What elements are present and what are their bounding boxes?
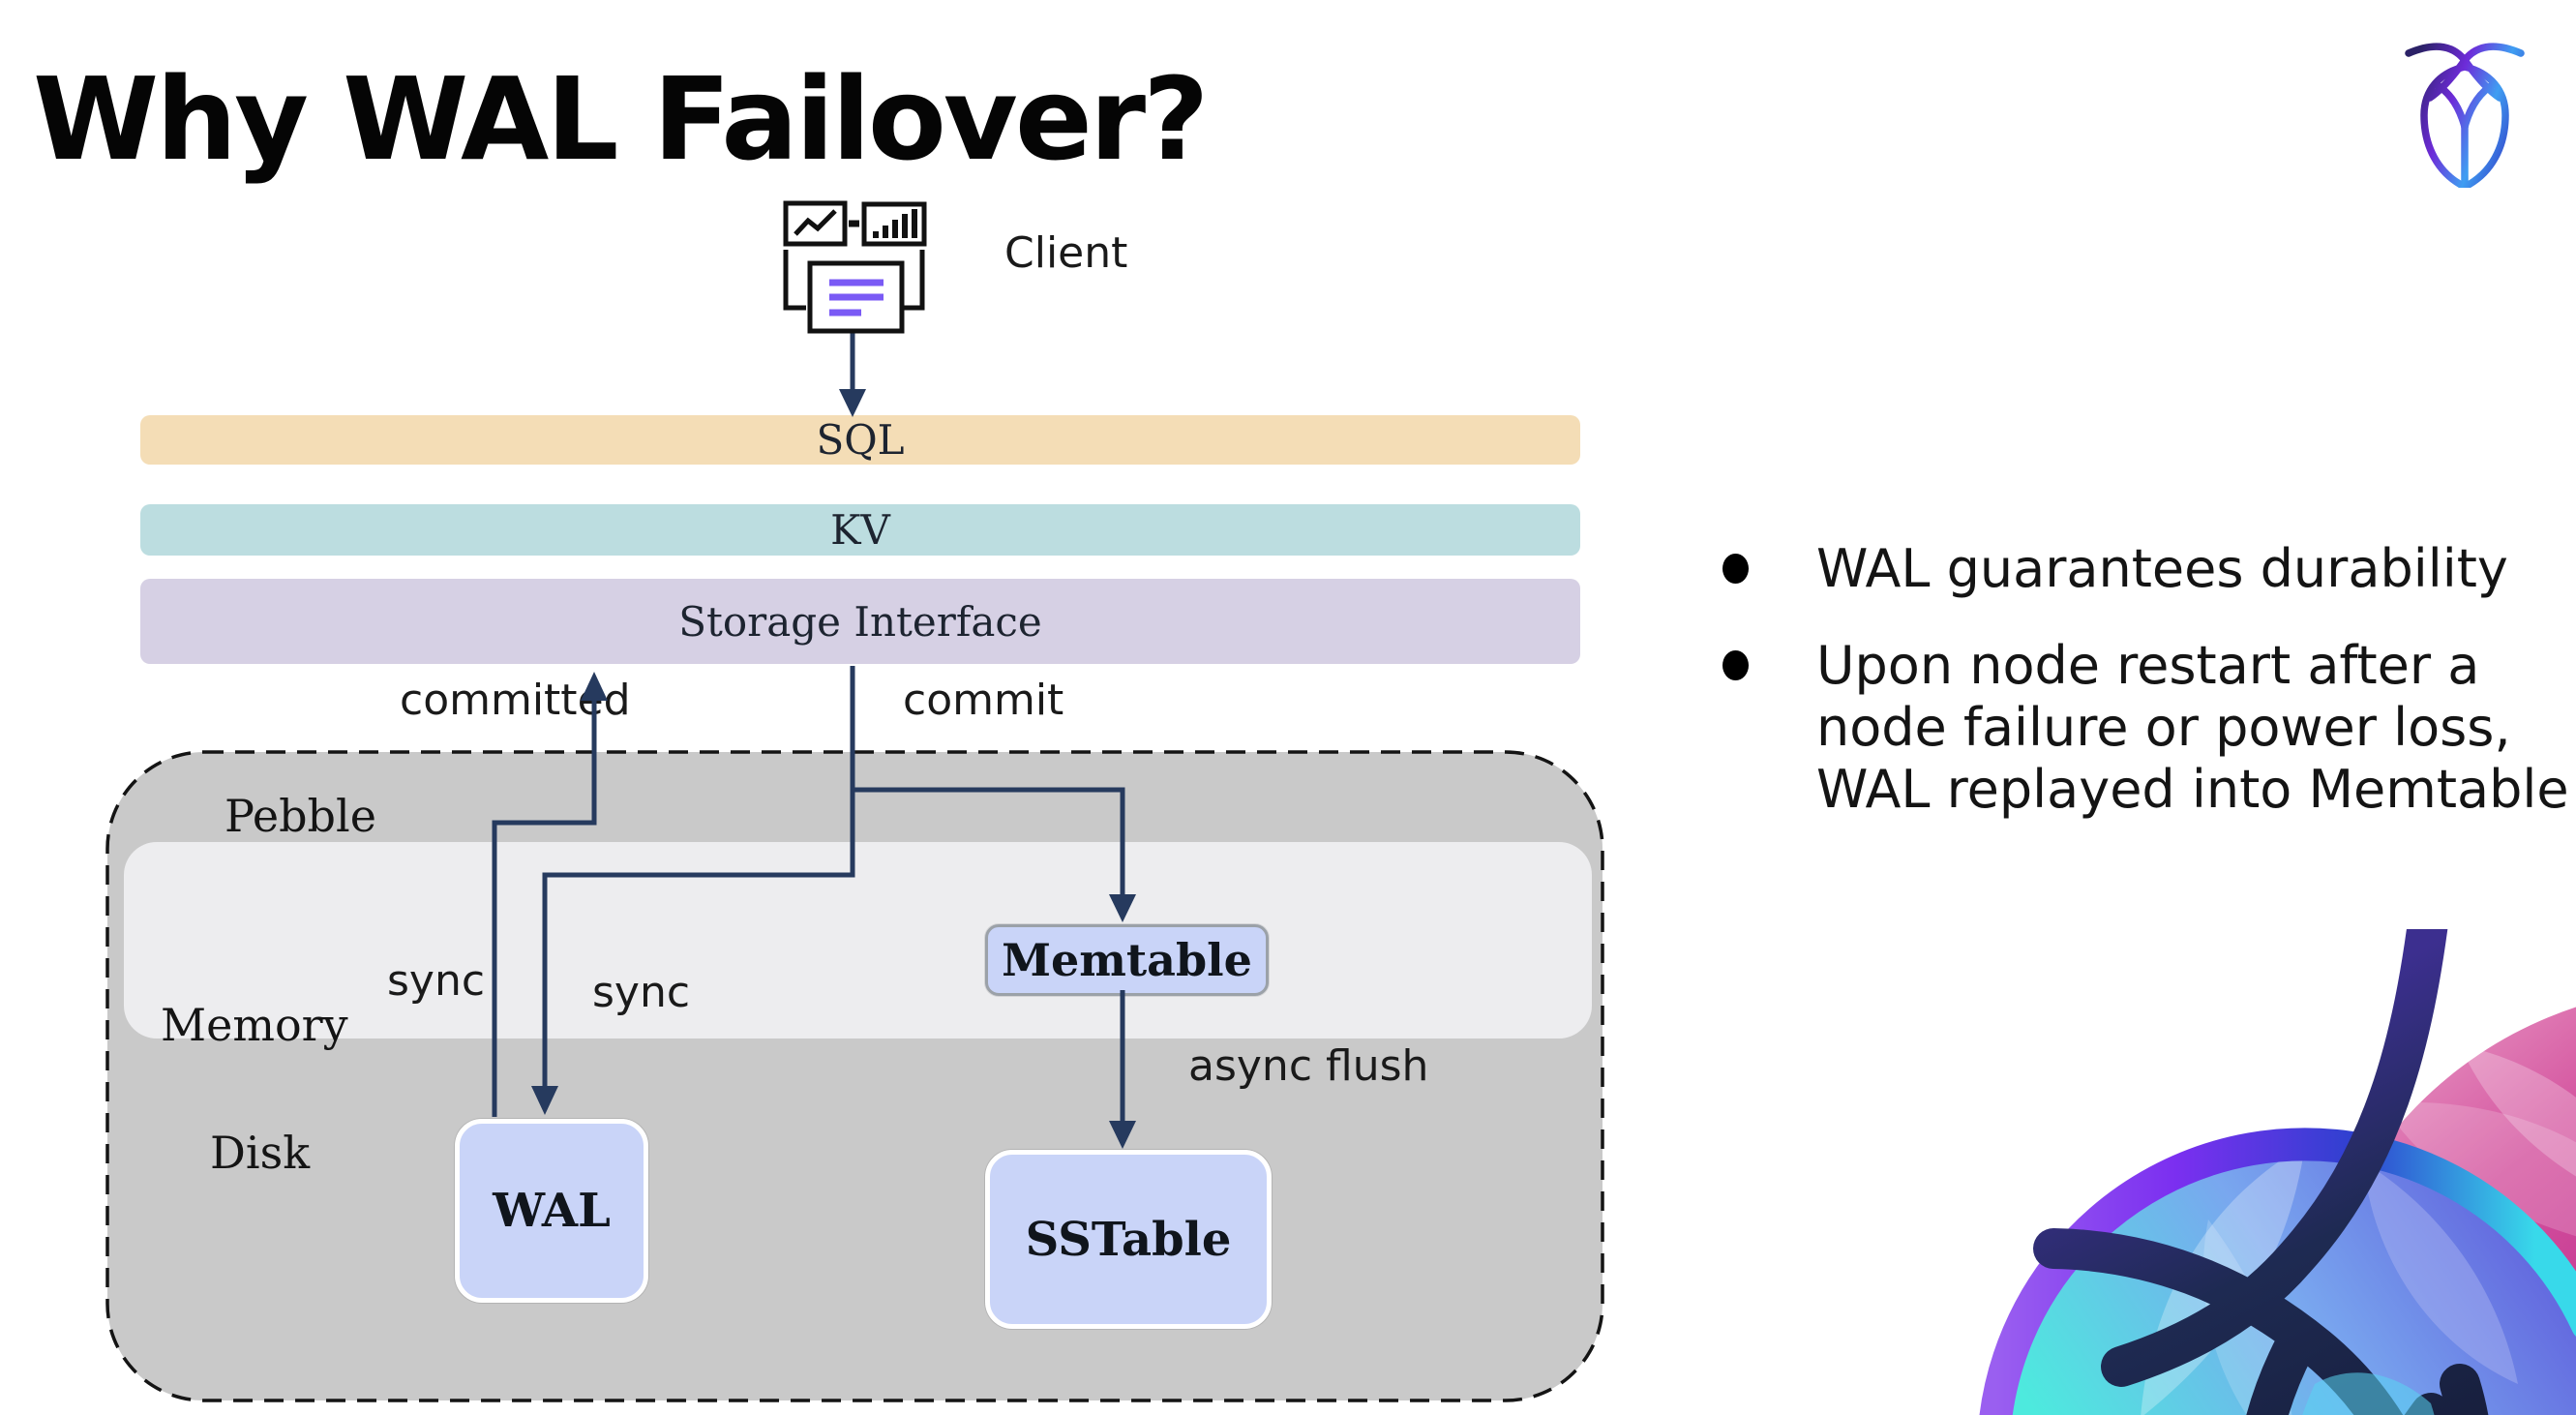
document-lines-icon bbox=[829, 279, 884, 316]
bullet-line: Upon node restart after a bbox=[1816, 635, 2480, 696]
layer-kv: KV bbox=[140, 504, 1580, 556]
layer-kv-label: KV bbox=[830, 506, 890, 554]
edge-label-sync-commit: sync bbox=[592, 968, 691, 1017]
client-label: Client bbox=[1004, 228, 1128, 278]
bullet-item: Upon node restart after a node failure o… bbox=[1703, 635, 2574, 821]
rim-arc bbox=[1979, 1128, 2576, 1415]
layer-sql-label: SQL bbox=[816, 416, 905, 464]
pink-petal bbox=[2460, 1045, 2576, 1177]
node-sstable: SSTable bbox=[985, 1150, 1272, 1329]
layer-sql: SQL bbox=[140, 415, 1580, 465]
bullet-dot bbox=[1722, 554, 1749, 584]
bullet-list: WAL guarantees durability Upon node rest… bbox=[1703, 538, 2574, 856]
edge-label-async-flush: async flush bbox=[1188, 1041, 1429, 1091]
layer-storage-interface-label: Storage Interface bbox=[678, 597, 1042, 646]
dark-mark bbox=[2033, 929, 2489, 1415]
edge-label-committed: committed bbox=[400, 676, 631, 725]
bullet-line: node failure or power loss, bbox=[1816, 697, 2511, 758]
pebble-label: Pebble bbox=[225, 790, 376, 842]
leaf-highlight bbox=[2302, 1372, 2435, 1415]
node-memtable-label: Memtable bbox=[1002, 934, 1252, 986]
pink-petal bbox=[2382, 1102, 2576, 1237]
page-title: Why WAL Failover? bbox=[33, 52, 1210, 186]
edge-label-commit: commit bbox=[903, 676, 1064, 725]
client-devices-icon bbox=[783, 200, 927, 334]
node-wal: WAL bbox=[455, 1119, 648, 1303]
cockroachdb-logo-icon bbox=[2405, 43, 2525, 188]
bullet-line: WAL guarantees durability bbox=[1816, 538, 2508, 599]
bullet-dot bbox=[1722, 650, 1749, 680]
brand-art bbox=[1979, 929, 2576, 1415]
edge-label-sync-wal: sync bbox=[387, 956, 486, 1006]
arrowhead-client-sql bbox=[839, 389, 866, 417]
bullet-line: WAL replayed into Memtable bbox=[1816, 759, 2569, 820]
memory-label: Memory bbox=[161, 999, 348, 1051]
node-wal-label: WAL bbox=[493, 1184, 611, 1238]
bar-chart-icon bbox=[873, 209, 917, 238]
blue-petal bbox=[2363, 1161, 2518, 1384]
node-memtable: Memtable bbox=[985, 924, 1269, 996]
bullet-item: WAL guarantees durability bbox=[1703, 538, 2574, 600]
node-sstable-label: SSTable bbox=[1025, 1212, 1232, 1267]
disk-label: Disk bbox=[210, 1127, 311, 1179]
layer-storage-interface: Storage Interface bbox=[140, 579, 1580, 664]
